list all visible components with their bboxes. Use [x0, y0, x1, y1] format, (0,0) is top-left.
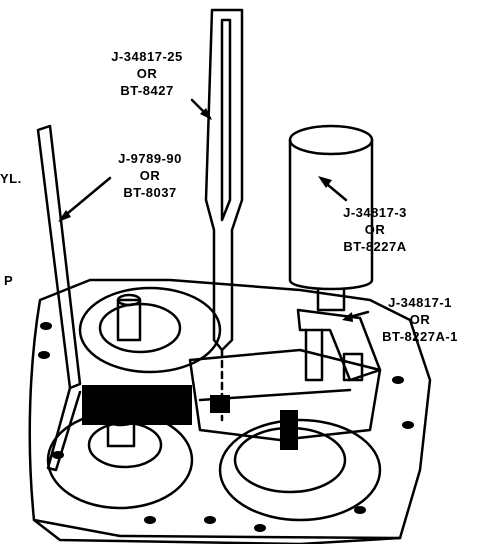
- mounting-hole: [40, 322, 52, 330]
- tool-c-cylinder-stem: [316, 288, 346, 312]
- tool-d-post: [304, 328, 324, 382]
- arrowhead-tool-c: [318, 176, 332, 188]
- callout-tool-b: J-9789-90 OR BT-8037: [100, 150, 200, 201]
- tool-a-forked-tool: [204, 8, 244, 352]
- upper-left-bore: [78, 286, 222, 374]
- callout-tool-b-part: J-9789-90: [118, 151, 182, 166]
- callout-tool-c-alt: BT-8227A: [343, 239, 407, 254]
- tool-d-spring: [342, 352, 364, 382]
- callout-tool-a-alt: BT-8427: [120, 83, 174, 98]
- mounting-hole: [38, 351, 50, 359]
- center-assembly-plate: [188, 348, 382, 442]
- mounting-hole: [254, 524, 266, 532]
- callout-tool-a: J-34817-25 OR BT-8427: [92, 48, 202, 99]
- callout-tool-c-part: J-34817-3: [343, 205, 407, 220]
- upper-left-throttle-shaft: [116, 298, 142, 342]
- tool-b-rod: [36, 124, 82, 390]
- carburetor-body-lower-edge: [32, 518, 402, 544]
- mounting-hole: [402, 421, 414, 429]
- edge-fragment-mid: P: [4, 273, 14, 288]
- callout-tool-b-alt: BT-8037: [123, 185, 177, 200]
- mounting-hole: [144, 516, 156, 524]
- center-dark-slot: [210, 395, 230, 413]
- callout-tool-d-alt: BT-8227A-1: [382, 329, 458, 344]
- mounting-hole: [52, 451, 64, 459]
- arrowhead-tool-a: [200, 108, 212, 120]
- callout-tool-b-or: OR: [139, 168, 161, 183]
- callout-tool-c-or: OR: [364, 222, 386, 237]
- right-bore: [218, 418, 382, 522]
- tool-c-cylinder: [288, 138, 374, 291]
- upper-left-shaft-top: [116, 293, 142, 307]
- tool-c-cylinder-top: [288, 124, 374, 156]
- mounting-hole: [204, 516, 216, 524]
- callout-tool-d: J-34817-1 OR BT-8227A-1: [364, 294, 476, 345]
- mounting-hole: [354, 506, 366, 514]
- arrowhead-tool-b: [58, 210, 71, 222]
- callout-tool-a-part: J-34817-25: [111, 49, 183, 64]
- leader-tool-b: [60, 176, 112, 220]
- mounting-hole: [392, 376, 404, 384]
- callout-tool-d-part: J-34817-1: [388, 295, 452, 310]
- right-dark-slot: [280, 410, 298, 450]
- edge-fragment-top: YL.: [0, 171, 22, 186]
- carburetor-body: [28, 278, 432, 540]
- tool-b-rod-lower: [46, 386, 82, 472]
- callout-tool-d-or: OR: [409, 312, 431, 327]
- tool-a-slot: [220, 18, 232, 222]
- callout-tool-c: J-34817-3 OR BT-8227A: [320, 204, 430, 255]
- arrowhead-tool-d: [342, 312, 353, 322]
- callout-tool-a-or: OR: [136, 66, 158, 81]
- dark-gasket-block: [82, 385, 192, 425]
